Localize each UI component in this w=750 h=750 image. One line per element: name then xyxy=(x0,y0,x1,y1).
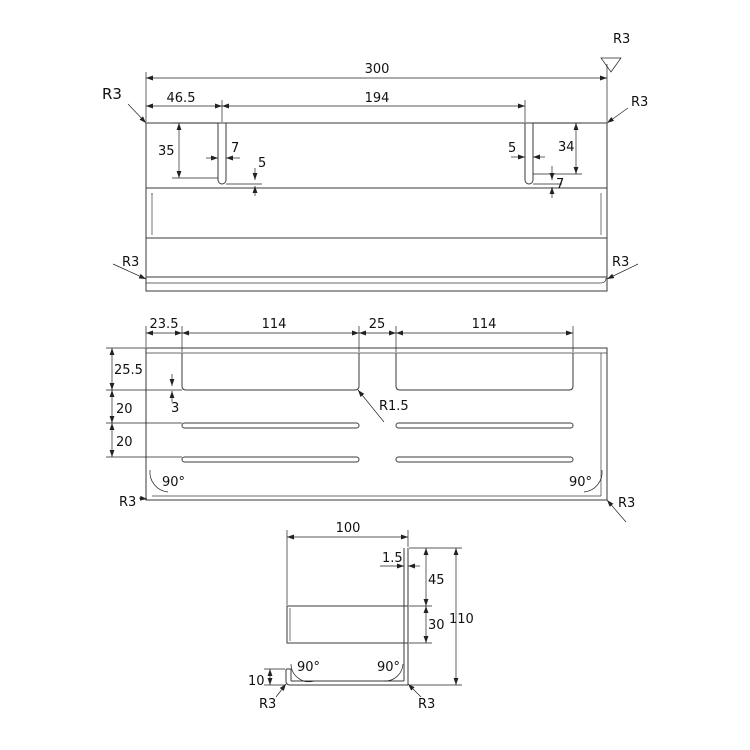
dim-194-label: 194 xyxy=(365,91,390,106)
dim-114-left-label: 114 xyxy=(262,317,287,332)
dim-110-label: 110 xyxy=(449,612,474,627)
angle-right-label: 90° xyxy=(569,475,592,490)
dim-right-slot: 34 5 7 xyxy=(508,122,582,198)
dim-overall-width: 300 xyxy=(145,62,608,122)
dim-top-horizontal: 23.5 114 25 114 xyxy=(145,317,574,352)
top-view: 23.5 114 25 114 25.5 20 20 3 R1.5 xyxy=(106,317,635,523)
surface-finish-symbol: R3 xyxy=(600,32,630,73)
corner-right-label: R3 xyxy=(618,496,635,511)
dim-100-label: 100 xyxy=(336,521,361,536)
dim-slot-offsets: 46.5 194 xyxy=(146,91,526,122)
top-slot-row-1 xyxy=(181,353,574,391)
dim-7-right-label: 7 xyxy=(556,177,564,192)
dim-300-label: 300 xyxy=(365,62,390,77)
dim-1-5-label: 1.5 xyxy=(382,551,403,566)
dim-45-label: 45 xyxy=(428,573,445,588)
dim-25-label: 25 xyxy=(369,317,386,332)
dim-30-label: 30 xyxy=(428,618,445,633)
dim-34-label: 34 xyxy=(558,140,575,155)
side-view-outline xyxy=(285,548,409,686)
top-slot-row-3 xyxy=(181,456,574,463)
side-angle-right-label: 90° xyxy=(377,660,400,675)
corner-tr-label: R3 xyxy=(631,95,648,110)
corner-tl-label: R3 xyxy=(102,85,122,103)
dim-20-b-label: 20 xyxy=(116,435,133,450)
front-corner-radius-callouts: R3 R3 R3 R3 xyxy=(102,85,648,280)
side-corner-right-label: R3 xyxy=(418,697,435,712)
dim-left-slot: 35 7 5 xyxy=(158,122,266,196)
dim-7-left-label: 7 xyxy=(231,141,239,156)
side-corner-callouts: 90° 90° R3 R3 xyxy=(259,660,435,712)
top-slot-row-2 xyxy=(181,422,574,429)
dim-20-a-label: 20 xyxy=(116,402,133,417)
side-corner-left-label: R3 xyxy=(259,697,276,712)
dim-23-5-label: 23.5 xyxy=(150,317,179,332)
angle-left-label: 90° xyxy=(162,475,185,490)
dim-side-thickness: 1.5 xyxy=(380,551,420,569)
dim-side-lip: 10 xyxy=(248,668,285,689)
dim-35-label: 35 xyxy=(158,144,175,159)
dim-114-right-label: 114 xyxy=(472,317,497,332)
top-view-outline xyxy=(145,347,608,501)
dim-5-right-label: 5 xyxy=(508,141,516,156)
dim-top-vertical: 25.5 20 20 3 xyxy=(106,347,182,458)
corner-br-label: R3 xyxy=(612,255,629,270)
front-view: R3 300 46.5 194 R3 R3 R3 R3 xyxy=(102,32,648,292)
dim-3-label: 3 xyxy=(171,401,179,416)
top-corner-callouts: 90° 90° R3 R3 xyxy=(119,469,635,523)
dim-25-5-label: 25.5 xyxy=(114,363,143,378)
right-keyhole-slot xyxy=(524,123,534,185)
front-view-outline xyxy=(145,122,608,292)
side-view: 100 1.5 45 30 110 10 xyxy=(248,521,474,712)
corner-bl-label: R3 xyxy=(122,255,139,270)
dim-5-left-label: 5 xyxy=(258,156,266,171)
corner-left-label: R3 xyxy=(119,495,136,510)
dim-side-heights: 45 30 110 xyxy=(409,547,474,686)
dim-46-5-label: 46.5 xyxy=(167,91,196,106)
dim-10-label: 10 xyxy=(248,674,265,689)
dim-r1-5-label: R1.5 xyxy=(379,399,409,414)
finish-label: R3 xyxy=(613,32,630,47)
dim-side-depth: 100 xyxy=(286,521,409,605)
side-angle-left-label: 90° xyxy=(297,660,320,675)
left-keyhole-slot xyxy=(217,123,227,185)
slot-radius-callout: R1.5 xyxy=(357,389,409,423)
